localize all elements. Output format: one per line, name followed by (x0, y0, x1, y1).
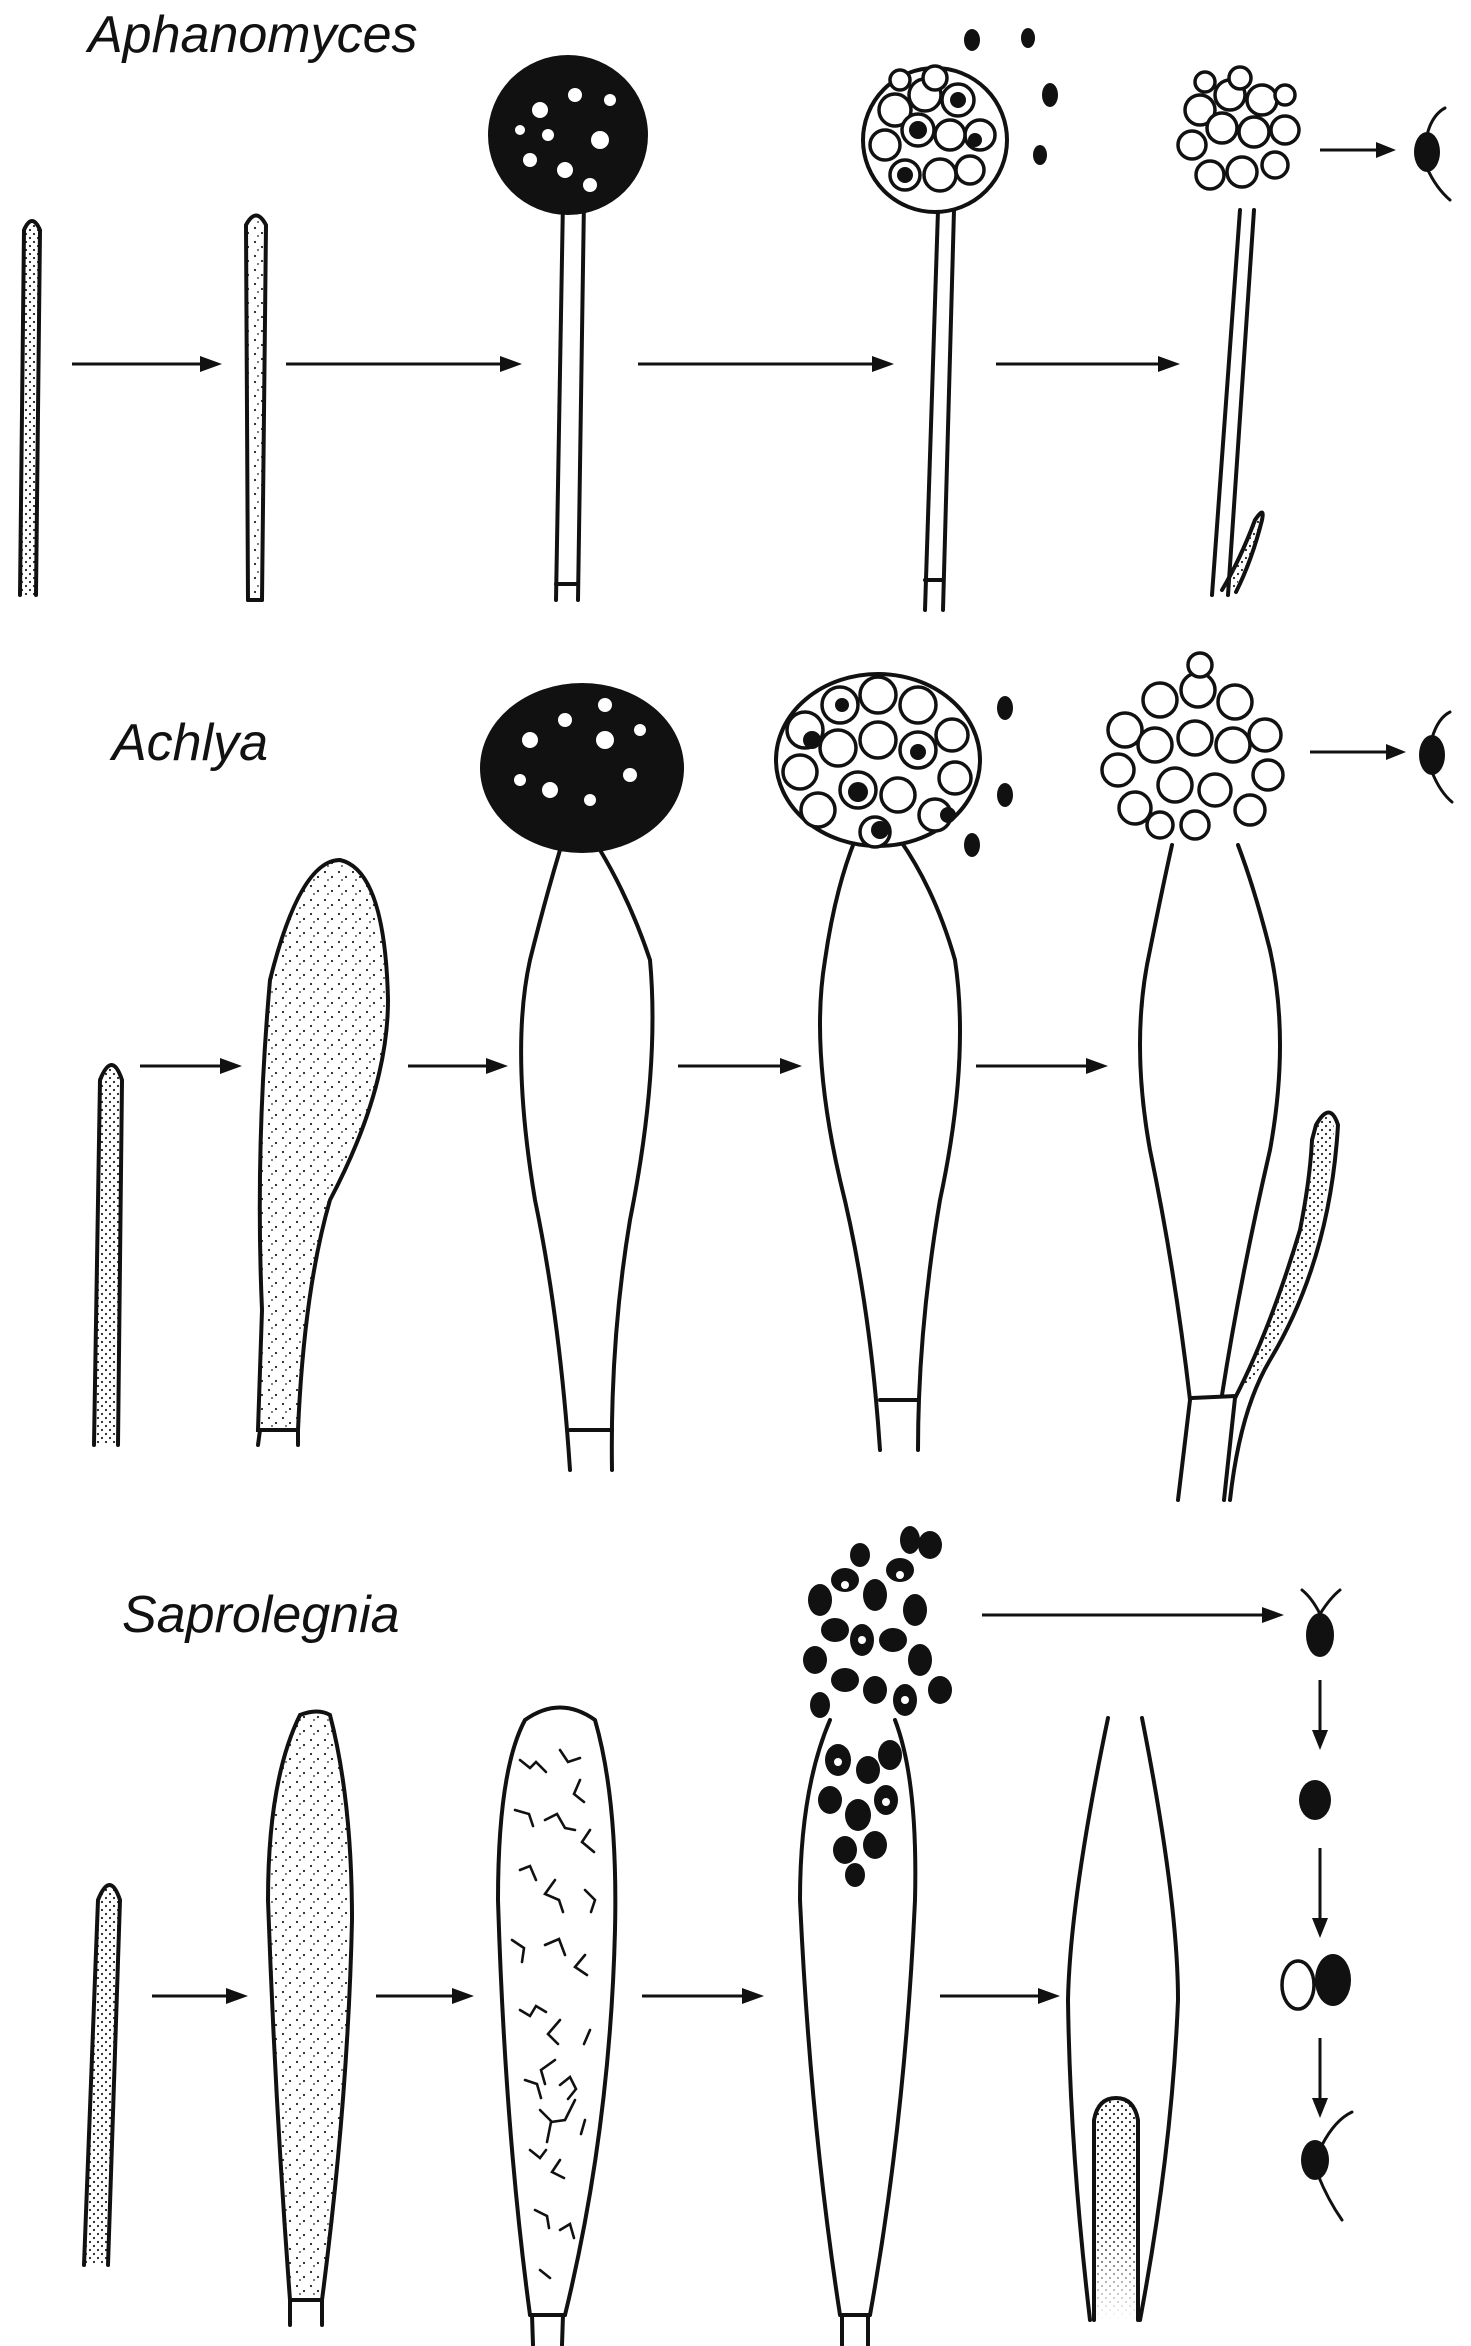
achlya-stage-2-sporangium (258, 860, 388, 1445)
achlya-stage-4-sporangium (776, 674, 1013, 1450)
genus-label-saprolegnia: Saprolegnia (122, 1586, 400, 1644)
achlya-row (94, 653, 1452, 1500)
primary-zoospore (1302, 1590, 1340, 1657)
aphanomyces-zoospore (1414, 108, 1450, 200)
saprolegnia-stage-4-sporangium (800, 1526, 952, 2345)
achlya-zoospore (1419, 712, 1452, 802)
saprolegnia-stage-5-sporangium (1068, 1718, 1178, 2320)
achlya-stage-3-sporangium (480, 683, 684, 1470)
saprolegnia-stage-1-hypha (84, 1885, 120, 2265)
germinating-cyst (1282, 1954, 1351, 2009)
genus-label-achlya: Achlya (109, 714, 268, 772)
aphanomyces-stage-2-hypha (246, 216, 266, 601)
aphanomyces-stage-4-sporangium (863, 28, 1058, 610)
dark-spore-mass (488, 55, 648, 215)
aphanomyces-row (20, 28, 1450, 610)
aphanomyces-stage-3-sporangium (488, 55, 648, 600)
saprolegnia-stage-3-sporangium (498, 1708, 615, 2346)
aphanomyces-stage-1-hypha (20, 221, 40, 595)
secondary-zoospore (1301, 2112, 1352, 2220)
saprolegnia-zoospore-cycle (1282, 1590, 1352, 2220)
discharging-spores (803, 1526, 952, 1887)
saprolegnia-row (84, 1526, 1352, 2345)
saprolegnia-stage-2-sporangium (268, 1712, 352, 2326)
achlya-stage-5-sporangium (1102, 653, 1452, 1500)
aphanomyces-stage-5-sporangium (1172, 67, 1450, 595)
dark-spore-mass (480, 683, 684, 853)
genus-label-aphanomyces: Aphanomyces (85, 6, 418, 64)
achlya-stage-1-hypha (94, 1065, 122, 1445)
encysted-spore (1299, 1780, 1331, 1820)
